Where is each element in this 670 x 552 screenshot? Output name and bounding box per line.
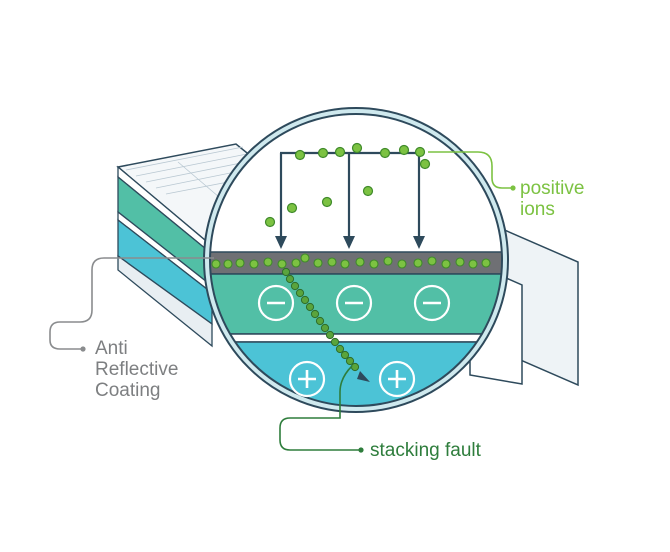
negative-charge: [257, 284, 295, 322]
fault-ion: [325, 330, 335, 340]
arc-label-line1: Anti: [95, 338, 128, 359]
stacking-fault-path: [281, 267, 360, 372]
ion: [414, 146, 426, 158]
fault-ion: [320, 323, 330, 333]
ion: [286, 202, 298, 214]
negative-charge: [335, 284, 373, 322]
ion: [369, 259, 379, 269]
ion: [397, 259, 407, 269]
arc-label-line3: Coating: [95, 380, 161, 401]
ion: [291, 258, 301, 268]
ion: [313, 258, 323, 268]
ion: [362, 185, 374, 197]
labels: positive ions Anti Reflective Coating st…: [95, 178, 584, 461]
ion: [468, 259, 478, 269]
fault-ion: [285, 274, 295, 284]
fault-ion: [335, 344, 345, 354]
ion: [419, 158, 431, 170]
fault-ion: [281, 267, 291, 277]
ion: [317, 147, 329, 159]
ion: [294, 149, 306, 161]
positive-ions-label-line2: ions: [520, 199, 555, 220]
ion: [351, 142, 363, 154]
callout-lines: [49, 151, 516, 453]
ion: [235, 258, 245, 268]
ion: [263, 257, 273, 267]
arc-ion-row: [211, 253, 491, 269]
fault-ion: [330, 337, 340, 347]
stacking-fault-leader-dot: [358, 447, 364, 453]
ion: [327, 257, 337, 267]
fault-ion: [300, 295, 310, 305]
stacking-fault-arrowhead: [357, 371, 370, 382]
ion: [334, 146, 346, 158]
positive-charge: [378, 360, 416, 398]
negative-charge: [413, 284, 451, 322]
arc-leader: [49, 257, 214, 350]
fault-ion: [315, 316, 325, 326]
ion: [455, 257, 465, 267]
junction-gap: [210, 333, 502, 343]
ion: [481, 258, 491, 268]
ion: [277, 259, 287, 269]
charge-symbols: [257, 284, 451, 398]
ion: [379, 147, 391, 159]
ion: [211, 259, 221, 269]
arrow-head-3: [413, 236, 425, 249]
arrow-head-1: [275, 236, 287, 249]
fault-ion: [290, 281, 300, 291]
positive-ions-leader: [428, 151, 512, 189]
fault-ion: [295, 288, 305, 298]
positive-ions-leader-dot: [510, 185, 516, 191]
ion: [413, 258, 423, 268]
ion: [398, 144, 410, 156]
stacking-fault-label: stacking fault: [370, 440, 482, 461]
arc-label-line2: Reflective: [95, 359, 178, 380]
fault-ion: [345, 356, 355, 366]
ion: [249, 259, 259, 269]
ion: [383, 256, 393, 266]
ion: [427, 256, 437, 266]
positive-ions: [264, 142, 431, 228]
ion: [300, 253, 310, 263]
ion: [355, 257, 365, 267]
ion: [223, 259, 233, 269]
fault-ion: [350, 362, 360, 372]
ion: [441, 259, 451, 269]
ion: [321, 196, 333, 208]
fault-ion: [310, 309, 320, 319]
arrow-head-2: [343, 236, 355, 249]
ion: [264, 216, 276, 228]
lens-inner-edge: [209, 113, 503, 407]
positive-charge: [288, 360, 326, 398]
panel-face-bottom: [117, 254, 213, 348]
fault-ion: [305, 302, 315, 312]
ion: [340, 259, 350, 269]
positive-ions-label-line1: positive: [520, 178, 584, 199]
stacking-fault-leader: [279, 365, 360, 451]
fault-ion: [340, 350, 350, 360]
arc-leader-dot: [80, 346, 86, 352]
